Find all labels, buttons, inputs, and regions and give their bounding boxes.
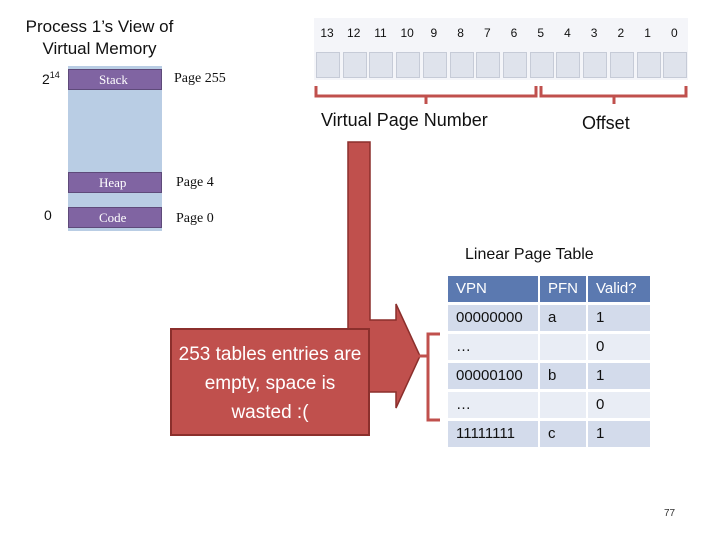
offset-label: Offset: [582, 113, 630, 133]
bit-number: 2: [617, 26, 625, 40]
table-row-2-vpn: …: [448, 334, 538, 360]
bit-number: 13: [320, 26, 334, 40]
bit-cell: [636, 52, 661, 78]
table-row-2-pfn: [540, 334, 586, 360]
offset-brace: [539, 86, 688, 98]
virtual-memory-column: [68, 66, 162, 231]
bit-cell: [529, 52, 554, 78]
wasted-space-callout: [170, 328, 370, 436]
bit-number: 8: [457, 26, 464, 40]
table-row-5-vpn: 11111111: [448, 421, 538, 447]
heap-page-label: Page 4: [176, 175, 214, 190]
table-row-1-valid: 1: [588, 305, 650, 331]
bit-cell: [503, 52, 527, 78]
bit-cell: [449, 52, 474, 78]
header-valid: Valid?: [588, 276, 650, 302]
bit-number: 5: [537, 26, 545, 40]
header-vpn: VPN: [448, 276, 538, 302]
bit-cell: [609, 52, 634, 78]
table-bracket: [426, 332, 440, 422]
bit-number: 9: [430, 26, 438, 40]
title-line-2: Virtual Memory: [42, 39, 157, 58]
bit-cell: [369, 52, 394, 78]
slide-page-number: 77: [664, 508, 676, 519]
bit-cell: [556, 52, 581, 78]
bit-cell: [316, 52, 340, 78]
page-table-title: Linear Page Table: [465, 246, 594, 263]
table-row-5-valid: 1: [588, 421, 650, 447]
vpn-label: Virtual Page Number: [321, 110, 488, 130]
diagram-title: Process 1’s View of Virtual Memory: [12, 16, 187, 60]
bit-number: 10: [400, 26, 414, 40]
bit-number: 0: [670, 26, 678, 40]
code-page-label: Page 0: [176, 211, 214, 226]
code-segment: Code: [68, 207, 162, 228]
bit-cell: [663, 52, 688, 78]
stack-segment: Stack: [68, 69, 162, 90]
table-row-4-vpn: …: [448, 392, 538, 418]
stack-page-label: Page 255: [174, 71, 226, 86]
bit-cell: [422, 52, 447, 78]
title-line-1: Process 1’s View of: [25, 17, 174, 36]
table-row-4-pfn: [540, 392, 586, 418]
bit-cell: [583, 52, 608, 78]
header-pfn: PFN: [540, 276, 586, 302]
table-row-3-vpn: 00000100: [448, 363, 538, 389]
bit-number: 3: [590, 26, 598, 40]
memory-top-label: 214: [42, 70, 60, 87]
table-row-3-pfn: b: [540, 363, 586, 389]
memory-bottom-label: 0: [44, 207, 52, 223]
table-row-5-pfn: c: [540, 421, 586, 447]
table-row-4-valid: 0: [588, 392, 650, 418]
bit-number: 1: [644, 26, 651, 40]
table-row-1-pfn: a: [540, 305, 586, 331]
bit-number: 6: [510, 26, 518, 40]
memory-top-power: 14: [49, 70, 60, 80]
vpn-brace: [314, 86, 538, 98]
bit-number: 12: [347, 26, 361, 40]
callout-text: 253 tables entries are empty, space is w…: [178, 344, 362, 423]
bit-number: 4: [564, 26, 571, 40]
table-row-2-valid: 0: [588, 334, 650, 360]
bit-number: 7: [483, 26, 491, 40]
bit-number: 11: [374, 26, 387, 40]
table-row-1-vpn: 00000000: [448, 305, 538, 331]
bit-cell: [342, 52, 367, 78]
bit-cell: [476, 52, 501, 78]
bit-cell: [396, 52, 421, 78]
memory-top-base: 2: [42, 71, 50, 87]
table-row-3-valid: 1: [588, 363, 650, 389]
heap-segment: Heap: [68, 172, 162, 193]
